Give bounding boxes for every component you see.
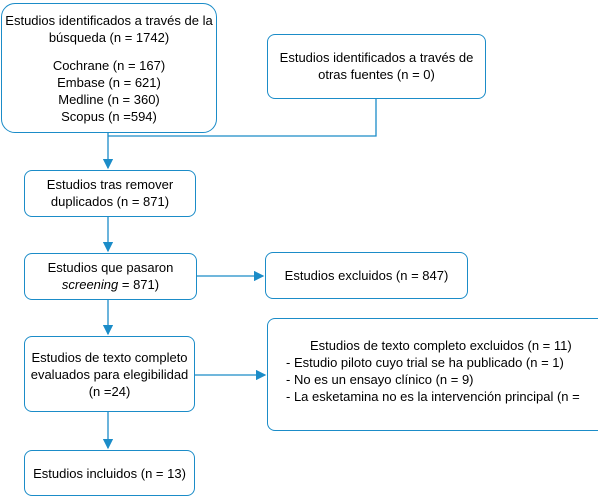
fulltext-excluded-reason-3: - La esketamina no es la intervención pr… bbox=[286, 389, 580, 404]
excluded-line1: Estudios excluidos (n = 847) bbox=[284, 268, 449, 283]
included-line1: Estudios incluidos (n = 13) bbox=[33, 466, 186, 481]
fulltext-line1: Estudios de texto completo bbox=[31, 350, 188, 365]
identified-db-title-line2: búsqueda (n = 1742) bbox=[48, 30, 170, 45]
identified-other-line1: Estudios identificados a través de bbox=[279, 50, 474, 65]
fulltext-excluded-title: Estudios de texto completo excluidos (n … bbox=[310, 338, 572, 353]
fulltext-excluded-reason-2: - No es un ensayo clínico (n = 9) bbox=[286, 372, 474, 387]
identified-other-line2: otras fuentes (n = 0) bbox=[318, 67, 435, 82]
connector-other-to-main bbox=[108, 99, 377, 137]
screened-line1: Estudios que pasaron bbox=[47, 260, 174, 275]
box-fulltext: Estudios de texto completo evaluados par… bbox=[24, 336, 195, 412]
after-duplicates-line1: Estudios tras remover bbox=[46, 177, 174, 192]
box-after-duplicates: Estudios tras remover duplicados (n = 87… bbox=[24, 170, 196, 217]
box-excluded: Estudios excluidos (n = 847) bbox=[265, 252, 468, 299]
box-screened: Estudios que pasaron screening = 871) bbox=[24, 253, 197, 300]
box-fulltext-excluded: Estudios de texto completo excluidos (n … bbox=[267, 318, 598, 431]
box-identified-database: Estudios identificados a través de la bú… bbox=[1, 3, 217, 133]
after-duplicates-line2: duplicados (n = 871) bbox=[50, 194, 170, 209]
box-identified-other: Estudios identificados a través de otras… bbox=[267, 34, 486, 99]
source-scopus: Scopus (n =594) bbox=[61, 109, 157, 124]
screened-line2-italic: screening bbox=[61, 277, 119, 292]
screened-line2: screening = 871) bbox=[25, 276, 196, 293]
source-embase: Embase (n = 621) bbox=[57, 75, 161, 90]
identified-db-title-line1: Estudios identificados a través de la bbox=[5, 13, 213, 28]
fulltext-line2: evaluados para elegibilidad bbox=[30, 367, 189, 382]
source-medline: Medline (n = 360) bbox=[58, 92, 160, 107]
fulltext-excluded-reason-1: - Estudio piloto cuyo trial se ha public… bbox=[286, 355, 564, 370]
fulltext-line3: (n =24) bbox=[88, 384, 131, 399]
source-cochrane: Cochrane (n = 167) bbox=[52, 58, 166, 73]
screened-line2-rest: = 871) bbox=[118, 277, 160, 292]
box-included: Estudios incluidos (n = 13) bbox=[24, 450, 195, 496]
